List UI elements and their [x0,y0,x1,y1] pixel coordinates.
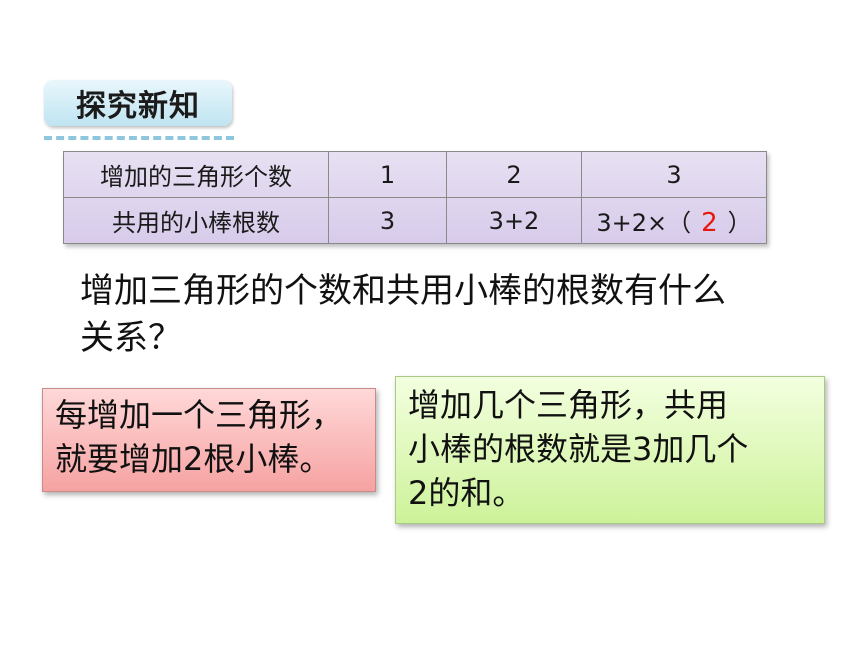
question-line: 关系？ [80,318,182,358]
answer-box-right: 增加几个三角形，共用 小棒的根数就是3加几个 2的和。 [395,376,825,524]
table-cell: 3+2 [446,197,582,244]
table-cell: 3 [581,151,767,198]
answer-box-left: 每增加一个三角形， 就要增加2根小棒。 [42,388,376,492]
row-header: 增加的三角形个数 [63,151,329,198]
row-header: 共用的小棒根数 [63,197,329,244]
answer-value: 2 [701,208,718,238]
table-cell: 2 [446,151,582,198]
formula-suffix: ） [727,209,752,237]
dashed-divider [44,136,234,140]
question-line: 增加三角形的个数和共用小棒的根数有什么 [80,271,726,311]
data-table: 增加的三角形个数 1 2 3 共用的小棒根数 3 3+2 3+2×（ 2 ） [63,151,767,244]
box-line: 小棒的根数就是3加几个 [408,430,749,468]
table-row: 共用的小棒根数 3 3+2 3+2×（ 2 ） [63,197,767,244]
box-line: 增加几个三角形，共用 [408,386,729,424]
section-tag: 探究新知 [44,80,232,126]
question-text: 增加三角形的个数和共用小棒的根数有什么 关系？ [80,268,820,362]
box-line: 2的和。 [408,474,525,512]
table-cell-formula: 3+2×（ 2 ） [581,197,767,244]
table-row: 增加的三角形个数 1 2 3 [63,151,767,198]
table-cell: 3 [328,197,447,244]
formula-prefix: 3+2×（ [596,209,692,237]
box-line: 每增加一个三角形， [55,396,344,434]
table-cell: 1 [328,151,447,198]
box-line: 就要增加2根小棒。 [55,440,332,478]
